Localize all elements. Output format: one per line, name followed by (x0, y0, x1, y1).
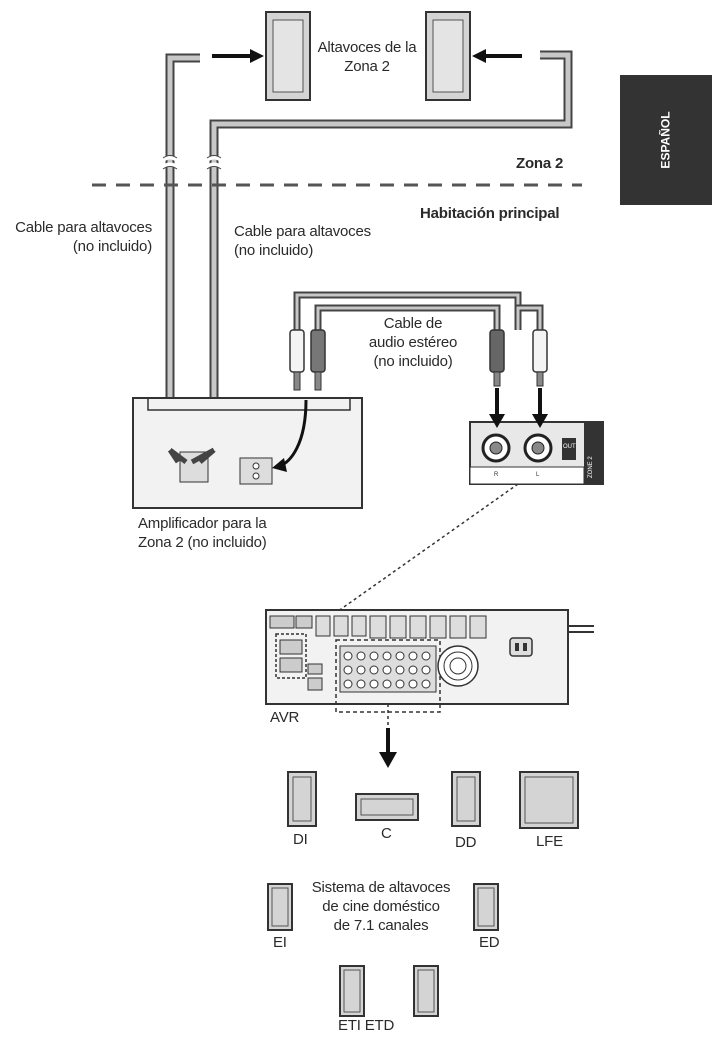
language-tab-label-wrap: ESPAÑOL (620, 75, 712, 205)
rca-plug-right-red (489, 329, 505, 387)
language-tab (620, 75, 712, 205)
speaker-lfe-label: LFE (536, 833, 563, 850)
home-theater-system-line3: de 7.1 canales (333, 917, 429, 934)
stereo-cable-label: Cable de audio estéreo (no incluido) (354, 314, 472, 371)
zone2-jack-panel (469, 421, 604, 485)
rca-plug-left-red (310, 329, 326, 391)
home-theater-system-label: Sistema de altavoces de cine doméstico d… (296, 878, 466, 935)
speaker-c-label: C (381, 825, 392, 842)
speaker-c (355, 793, 419, 821)
speaker-cable-right-label: Cable para altavoces (no incluido) (234, 222, 394, 260)
home-theater-arrow (379, 728, 397, 768)
zone2-right-speaker (425, 11, 471, 101)
zone2-label: Zona 2 (516, 155, 564, 172)
amplifier-label: Amplificador para la Zona 2 (no incluido… (138, 514, 318, 552)
speaker-eti-etd-label: ETI ETD (338, 1017, 395, 1034)
speaker-ed (473, 883, 499, 931)
right-speaker-arrow (472, 49, 522, 63)
jack-arrows (489, 388, 548, 428)
speaker-cable-left-line1: Cable para altavoces (15, 219, 152, 236)
speaker-dd (451, 771, 481, 827)
speaker-lfe (519, 771, 579, 829)
speaker-cable-right (209, 50, 573, 450)
stereo-cable-line3: (no incluido) (373, 353, 453, 370)
cable-break-marks (161, 155, 223, 169)
zone2-left-speaker (265, 11, 311, 101)
stereo-cable-line2: audio estéreo (368, 334, 458, 351)
language-tab-label: ESPAÑOL (659, 111, 673, 169)
home-theater-system-line2: de cine doméstico (322, 898, 440, 915)
zone2-speakers-label-line2: Zona 2 (344, 58, 390, 75)
amplifier-label-line1: Amplificador para la (138, 515, 267, 532)
zone2-jack-side-label: ZONE 2 (588, 456, 594, 478)
stereo-cable-line1: Cable de (383, 315, 443, 332)
speaker-cable-right-line2: (no incluido) (234, 242, 314, 259)
zone2-jack-out-label: OUT (563, 444, 576, 450)
speaker-dd-label: DD (455, 834, 477, 851)
zone2-speakers-label-line1: Altavoces de la (317, 39, 417, 56)
zone2-jack-r-label: R (494, 472, 499, 478)
speaker-ei (267, 883, 293, 931)
amplifier-label-line2: Zona 2 (no incluido) (138, 534, 267, 551)
home-theater-system-line1: Sistema de altavoces (311, 879, 451, 896)
avr-back-panel (265, 609, 594, 713)
rca-plug-right-white (532, 329, 548, 387)
speaker-etd (413, 965, 439, 1017)
speaker-cable-left-label: Cable para altavoces (no incluido) (6, 218, 152, 256)
zone2-amplifier (132, 397, 363, 509)
rca-plug-left-white (289, 329, 305, 391)
zone2-jack-l-label: L (536, 472, 540, 478)
speaker-cable-left (165, 53, 200, 450)
speaker-di-label: DI (293, 831, 308, 848)
left-speaker-arrow (212, 49, 264, 63)
speaker-ed-label: ED (479, 934, 500, 951)
avr-label: AVR (270, 709, 300, 726)
speaker-cable-left-line2: (no incluido) (72, 238, 152, 255)
speaker-cable-right-line1: Cable para altavoces (234, 223, 371, 240)
zone2-speakers-label: Altavoces de la Zona 2 (308, 38, 426, 76)
amp-input-arrow (272, 399, 308, 472)
main-room-label: Habitación principal (420, 205, 560, 222)
speaker-eti (339, 965, 365, 1017)
speaker-ei-label: EI (273, 934, 287, 951)
speaker-di (287, 771, 317, 827)
stereo-audio-cable (293, 291, 544, 330)
